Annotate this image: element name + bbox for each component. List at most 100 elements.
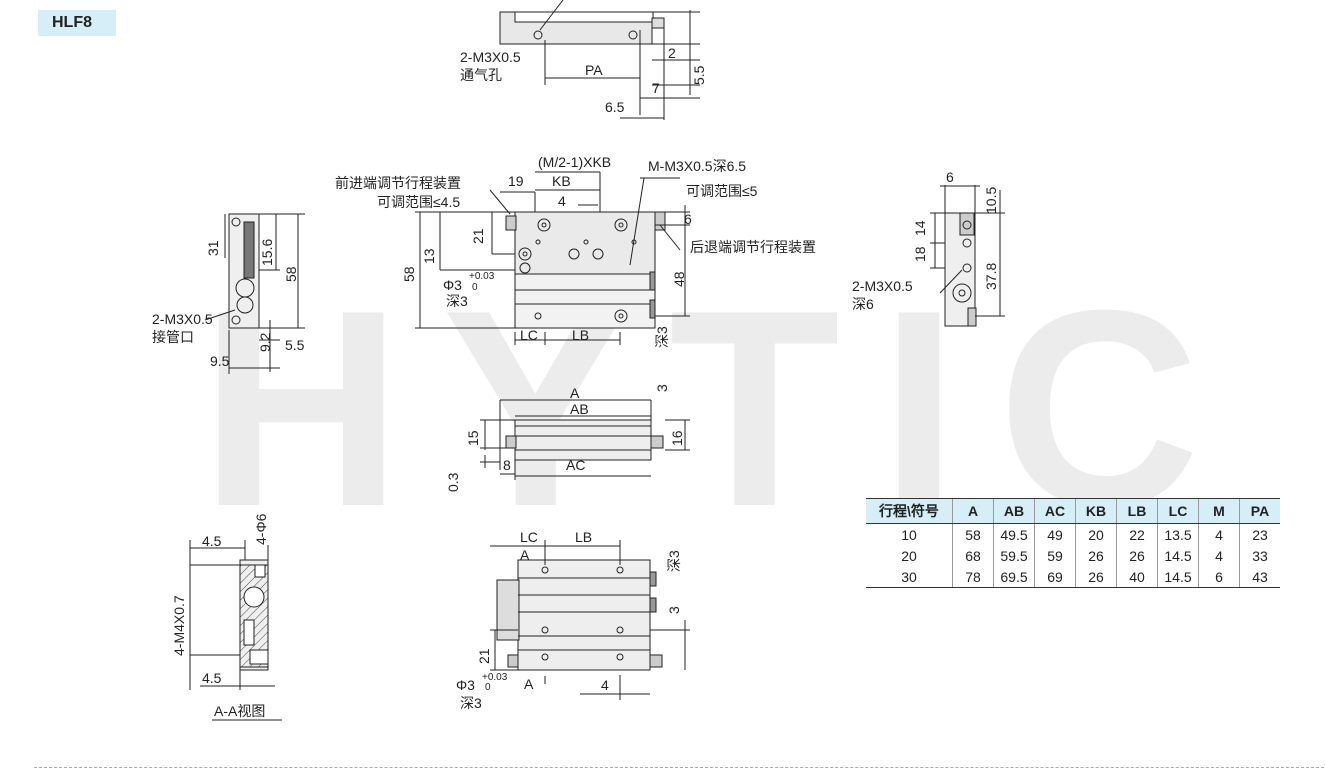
lower-tol-lower: 0 [485, 682, 491, 693]
table-cell: 33 [1239, 545, 1280, 566]
table-cell: 10 [901, 526, 917, 543]
page-divider [34, 767, 1324, 768]
table-cell: 20 [901, 547, 917, 564]
right-m3-label: 2-M3X0.5 [852, 278, 913, 294]
top-vent-sub-label: 通气孔 [460, 67, 502, 83]
lower-lc-label: LC [520, 529, 538, 545]
right-dim-6: 6 [946, 169, 954, 185]
table-row: 10 58 49.5 49 20 22 13.5 4 23 [866, 523, 1280, 545]
col-header: LB [1116, 498, 1158, 524]
table-cell: 69.5 [993, 566, 1035, 588]
col-header: A [952, 498, 994, 524]
aa-phi6-label: 4-Φ6 [253, 513, 269, 545]
deep3-vert: 深3 [654, 326, 670, 348]
lower-dim-21: 21 [476, 648, 492, 664]
table-cell: 40 [1116, 566, 1158, 588]
table-cell: 22 [1116, 523, 1158, 545]
dim-6: 6 [684, 211, 692, 227]
mm3-label: M-M3X0.5深6.5 [648, 158, 746, 174]
dim-19: 19 [508, 173, 524, 189]
table-cell: 69 [1034, 566, 1076, 588]
lb-label: LB [572, 327, 589, 343]
lower-dim-4: 4 [601, 677, 609, 693]
table-cell: 59 [1034, 545, 1076, 566]
tol-lower: 0 [472, 282, 478, 293]
right-deep6-label: 深6 [852, 296, 874, 312]
table-cell: 4 [1198, 545, 1240, 566]
aa-dim-4-5-bottom: 4.5 [202, 670, 222, 686]
table-cell: 49 [1034, 523, 1076, 545]
col-header: 行程\符号 [866, 498, 953, 524]
dim-9-2: 9.2 [257, 332, 273, 352]
dim-3: 3 [654, 384, 670, 392]
model-badge: HLF8 [38, 10, 116, 36]
table-cell: 14.5 [1157, 545, 1199, 566]
lower-tol-upper: +0.03 [482, 672, 508, 683]
lc-label: LC [520, 327, 538, 343]
lower-view [490, 540, 690, 700]
lower-a-marker-bottom: A [524, 676, 534, 692]
lower-dim-3: 3 [666, 606, 682, 614]
phi3-label: Φ3 [443, 277, 462, 293]
port-sub-label: 接管口 [152, 329, 194, 345]
spec-table: 行程\符号 A AB AC KB LB LC M PA 10 58 49.5 4… [866, 498, 1280, 588]
ab-label: AB [570, 401, 589, 417]
table-cell: 4 [1198, 523, 1240, 545]
bottom-view [480, 399, 690, 480]
spec-table-header: 行程\符号 A AB AC KB LB LC M PA [866, 498, 1280, 524]
right-side-view [930, 185, 1005, 327]
dim-0-3: 0.3 [445, 472, 461, 492]
dim-58-side: 58 [283, 266, 299, 282]
dim-7: 7 [652, 80, 660, 96]
table-cell: 68 [952, 545, 994, 566]
aa-dim-4-5-top: 4.5 [202, 533, 222, 549]
table-cell: 20 [1075, 523, 1117, 545]
rear-range-label: 可调范围≤5 [686, 183, 758, 199]
front-range-label: 可调范围≤4.5 [377, 194, 460, 210]
top-vent-label: 2-M3X0.5 [460, 49, 521, 65]
col-header: PA [1239, 498, 1280, 524]
a-label: A [570, 385, 580, 401]
table-cell: 14.5 [1157, 566, 1199, 588]
dim-15-6: 15.6 [259, 239, 275, 266]
port-label: 2-M3X0.5 [152, 311, 213, 327]
tol-upper: +0.03 [469, 271, 495, 282]
dim-5-5-side: 5.5 [285, 337, 305, 353]
front-adjust-label: 前进端调节行程装置 [335, 175, 461, 191]
deep3-label: 深3 [446, 293, 468, 309]
table-cell: 13.5 [1157, 523, 1199, 545]
col-header: KB [1075, 498, 1117, 524]
table-cell: 59.5 [993, 545, 1035, 566]
dim-2: 2 [668, 45, 676, 61]
dim-21: 21 [470, 228, 486, 244]
lower-a-marker-top: A [520, 547, 530, 563]
left-side-view [204, 213, 305, 374]
dim-8: 8 [503, 457, 511, 473]
table-cell: 26 [1116, 545, 1158, 566]
table-row: 20 68 59.5 59 26 26 14.5 4 33 [866, 545, 1280, 566]
right-dim-37-8: 37.8 [983, 263, 999, 290]
right-dim-18: 18 [912, 246, 928, 262]
pa-label: PA [585, 62, 603, 78]
rear-adjust-label: 后退端调节行程装置 [690, 239, 816, 255]
col-header: LC [1157, 498, 1199, 524]
col-header: M [1198, 498, 1240, 524]
right-dim-14: 14 [912, 220, 928, 236]
lower-deep3b-label: 深3 [460, 695, 482, 711]
dim-6-5: 6.5 [605, 99, 625, 115]
table-cell: 26 [1075, 566, 1117, 588]
mkb-label: (M/2-1)XKB [538, 154, 611, 170]
ac-label: AC [566, 457, 585, 473]
col-header: AB [993, 498, 1035, 524]
table-cell: 49.5 [993, 523, 1035, 545]
top-view [499, 0, 700, 120]
front-view [415, 171, 690, 345]
table-cell: 23 [1239, 523, 1280, 545]
col-header: AC [1034, 498, 1076, 524]
dim-13: 13 [421, 248, 437, 264]
table-cell: 26 [1075, 545, 1117, 566]
dim-15: 15 [465, 430, 481, 446]
dim-58-front: 58 [401, 266, 417, 282]
aa-view-title: A-A视图 [214, 703, 265, 719]
